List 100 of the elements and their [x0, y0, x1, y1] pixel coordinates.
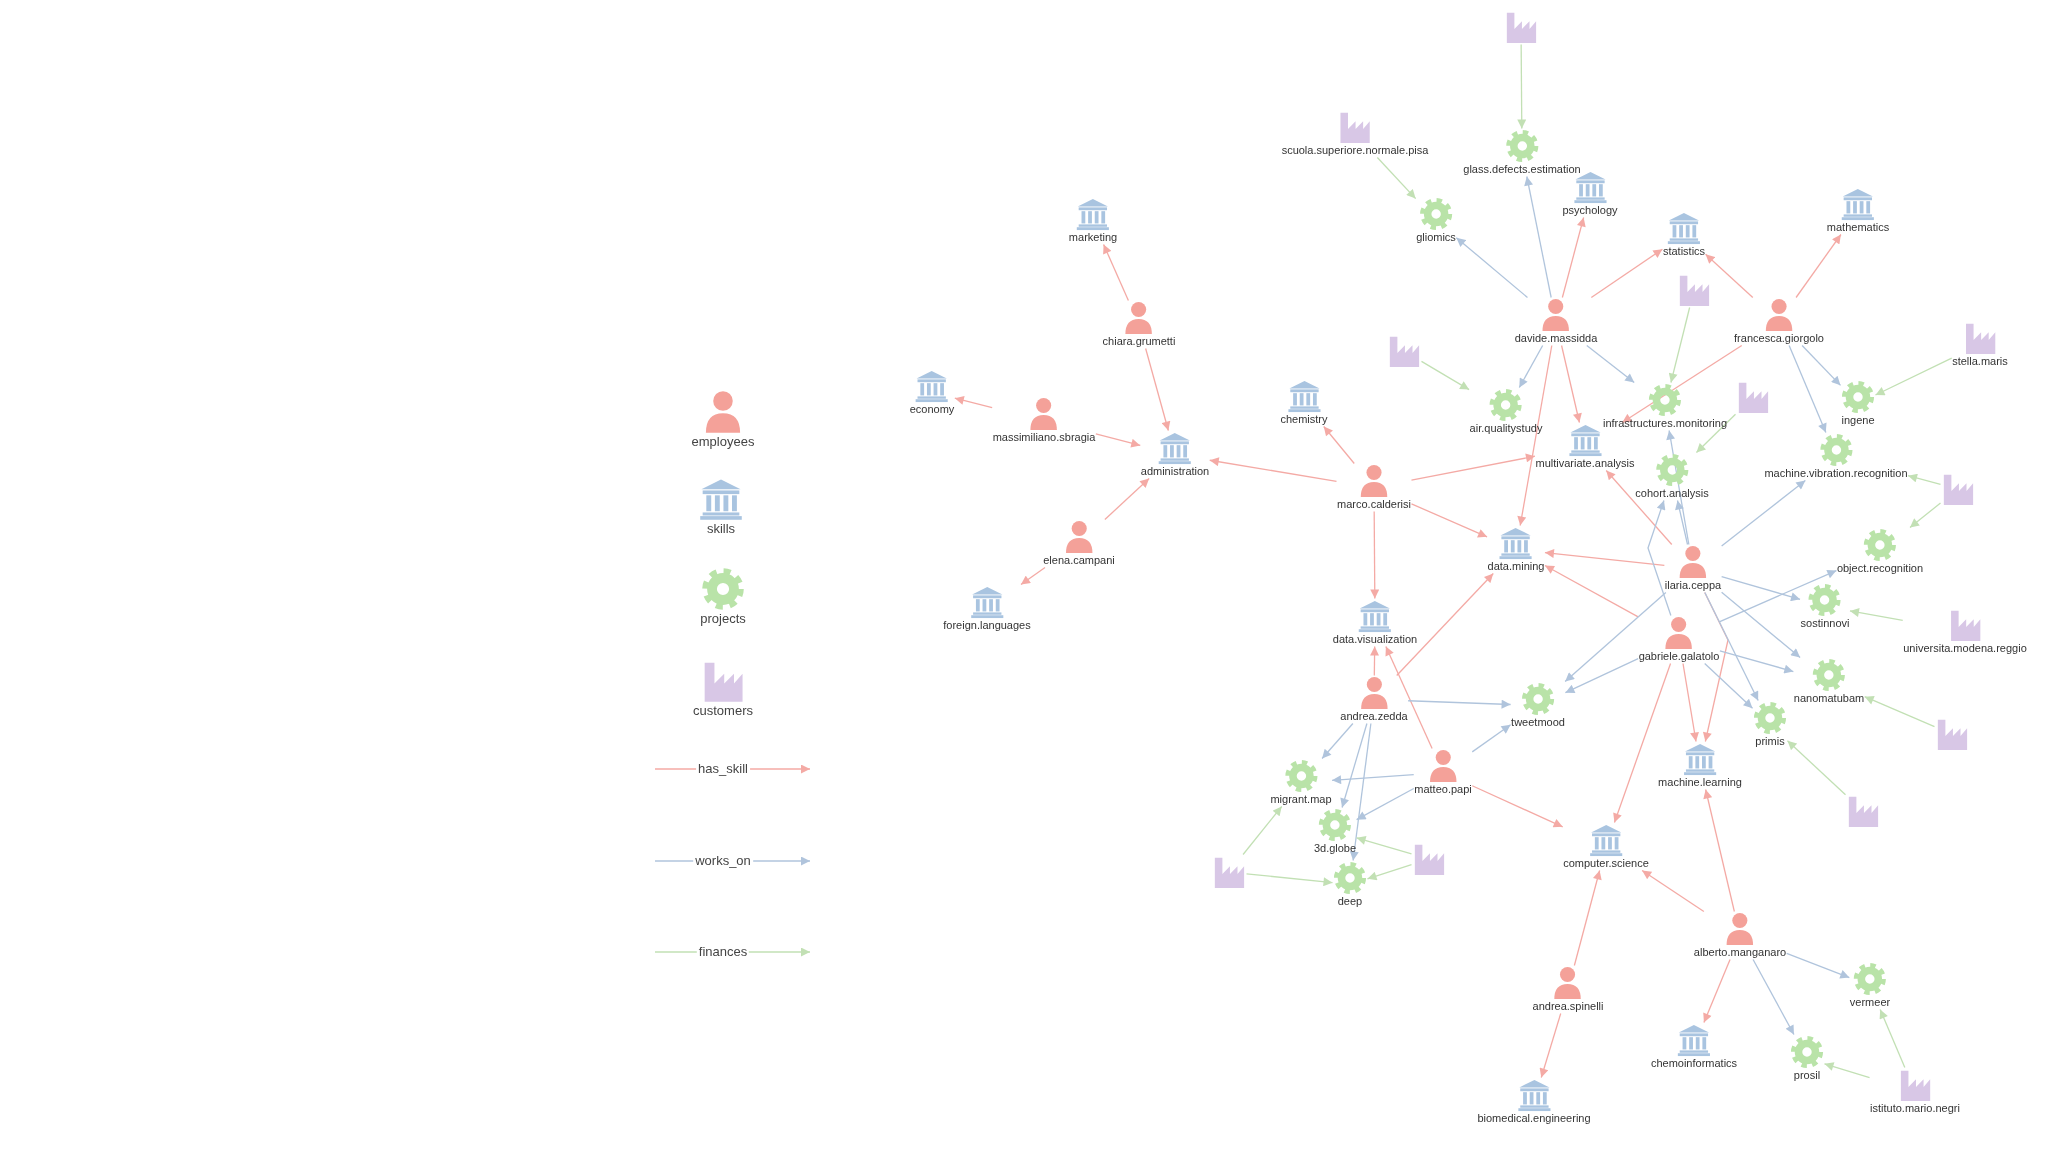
node-label: gliomics — [1416, 231, 1456, 244]
node-label: computer.science — [1563, 857, 1649, 870]
node-label: machine.vibration.recognition — [1764, 467, 1908, 480]
arrow — [1145, 347, 1171, 432]
arrow — [1586, 344, 1635, 384]
arrow — [1242, 805, 1283, 856]
arrow — [1349, 722, 1372, 862]
node-label: alberto.manganaro — [1693, 946, 1787, 959]
arrow — [1721, 576, 1801, 602]
arrow — [1455, 237, 1529, 299]
arrow — [1370, 510, 1380, 600]
legend-label: has_skill — [696, 761, 750, 776]
arrow — [1874, 357, 1953, 396]
arrow — [1786, 952, 1850, 979]
legend-label: employees — [689, 434, 757, 449]
arrow — [1471, 724, 1512, 753]
arrow — [1849, 608, 1904, 622]
node-label: administration — [1140, 465, 1210, 478]
node-label: andrea.zedda — [1340, 710, 1408, 723]
node-label: marketing — [1068, 231, 1118, 244]
arrow — [1539, 1012, 1562, 1079]
arrow — [1095, 433, 1141, 448]
node-label: scuola.superiore.normale.pisa — [1281, 144, 1429, 157]
node-label: andrea.spinelli — [1532, 1000, 1604, 1013]
arrow — [1340, 722, 1368, 809]
arrow — [1410, 503, 1488, 538]
legend-label: works_on — [693, 853, 753, 868]
legend-label: skills — [704, 521, 738, 536]
arrow — [1355, 836, 1413, 855]
arrow — [1524, 175, 1552, 299]
arrow — [1864, 696, 1936, 728]
node-label: nanomatubam — [1793, 692, 1865, 705]
arrow — [1801, 344, 1842, 386]
arrow — [1561, 216, 1586, 299]
arrow — [1703, 958, 1731, 1024]
node-label: machine.learning — [1658, 776, 1742, 789]
node-label: chiara.grumetti — [1102, 335, 1176, 348]
node-label: sostinnovi — [1800, 617, 1850, 630]
node-label: chemoinformatics — [1650, 1057, 1738, 1070]
node-label: vermeer — [1849, 996, 1891, 1009]
arrow — [1703, 788, 1735, 913]
node-label: object.recognition — [1836, 562, 1924, 575]
arrow — [1590, 248, 1664, 299]
arrow — [1621, 344, 1743, 424]
arrow — [1366, 864, 1413, 881]
arrow — [1647, 499, 1672, 617]
node-label: elena.campani — [1043, 554, 1115, 567]
arrow — [1376, 156, 1417, 200]
arrow — [1573, 869, 1602, 967]
node-label: air.qualitystudy — [1469, 422, 1543, 435]
arrow — [1396, 572, 1494, 677]
arrow — [1719, 650, 1794, 674]
arrow — [1321, 722, 1354, 760]
node-label: statistics — [1662, 245, 1706, 258]
arrow — [1102, 243, 1130, 302]
arrow — [1544, 549, 1665, 567]
node-label: davide.massidda — [1514, 332, 1598, 345]
node-label: foreign.languages — [943, 619, 1031, 632]
node-label: economy — [909, 403, 955, 416]
arrow — [1795, 233, 1842, 299]
arrow — [1370, 645, 1380, 677]
legend-label: projects — [698, 611, 748, 626]
legend-label: finances — [696, 944, 750, 959]
node-label: biomedical.engineering — [1477, 1112, 1591, 1125]
node-label: istituto.mario.negri — [1870, 1102, 1960, 1115]
arrow — [1471, 785, 1564, 828]
node-label: prosil — [1793, 1069, 1821, 1082]
arrow — [1907, 473, 1942, 485]
arrow — [1752, 958, 1795, 1036]
arrow — [1544, 564, 1639, 618]
arrow — [1407, 699, 1512, 709]
arrow — [1704, 253, 1754, 299]
arrow — [1517, 344, 1553, 527]
arrow — [1020, 566, 1046, 586]
arrow — [1385, 645, 1433, 750]
node-label: gabriele.galatolo — [1638, 650, 1720, 663]
arrow — [1355, 787, 1415, 821]
arrow — [1245, 873, 1334, 887]
arrow — [1410, 453, 1536, 481]
arrow — [1721, 591, 1801, 659]
arrow — [1104, 477, 1150, 521]
node-label: tweetmood — [1511, 716, 1565, 729]
arrow — [1668, 306, 1691, 384]
node-label: data.visualization — [1332, 633, 1418, 646]
arrow — [1517, 43, 1527, 130]
arrow — [1909, 502, 1942, 529]
node-label: primis — [1755, 735, 1785, 748]
legend-label: customers — [691, 703, 755, 718]
node-label: psychology — [1562, 204, 1618, 217]
node-label: 3d.globe — [1313, 842, 1357, 855]
arrow — [1823, 1062, 1871, 1079]
node-label: francesca.giorgolo — [1734, 332, 1824, 345]
node-label: universita.modena.reggio — [1903, 642, 2027, 655]
node-label: chemistry — [1280, 413, 1328, 426]
arrow — [1788, 344, 1827, 434]
node-label: multivariate.analysis — [1535, 457, 1635, 470]
arrow — [1331, 773, 1415, 785]
arrow — [1209, 457, 1338, 482]
node-label: mathematics — [1826, 221, 1890, 234]
arrow — [1704, 662, 1754, 709]
